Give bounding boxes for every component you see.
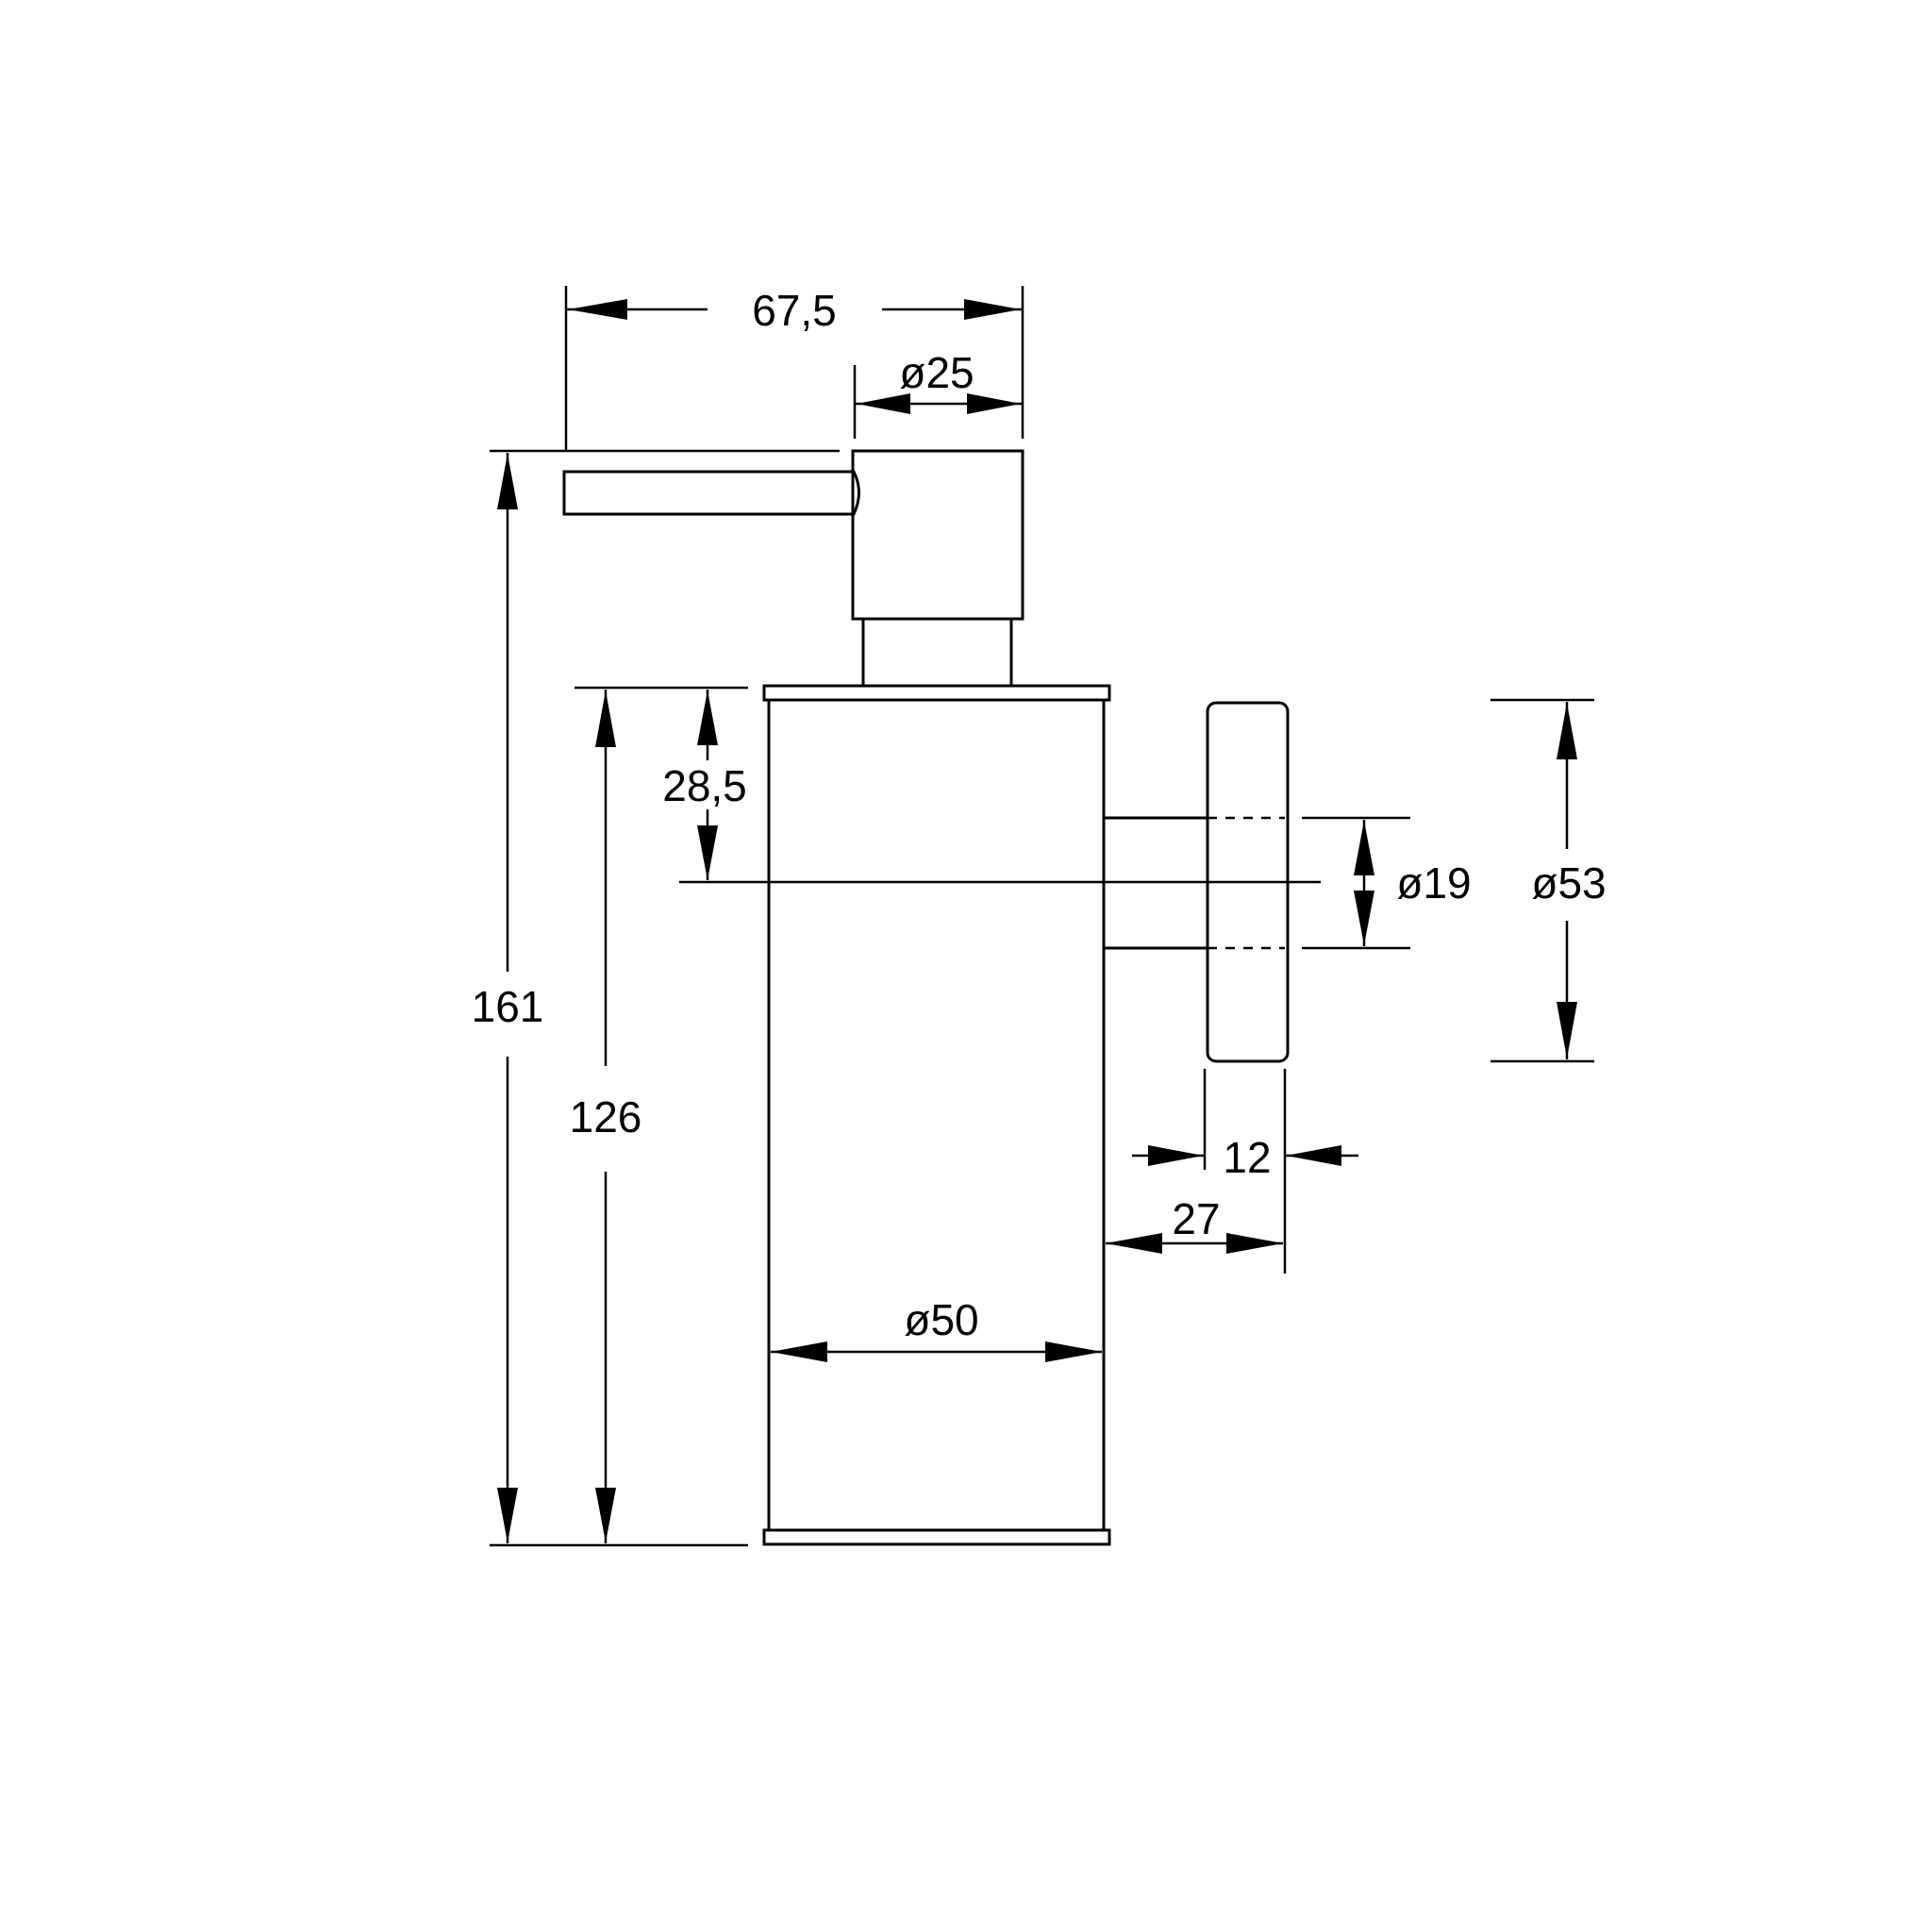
bottle-body bbox=[767, 700, 1106, 1530]
dim-rosette-diameter: ø53 bbox=[1531, 858, 1606, 908]
pump-neck bbox=[861, 619, 1013, 686]
dim-rosette-thickness: 12 bbox=[1223, 1133, 1271, 1182]
bottom-cap bbox=[762, 1528, 1111, 1546]
spout bbox=[562, 470, 860, 516]
dispenser-outline bbox=[562, 449, 1290, 1546]
dim-pump-diameter: ø25 bbox=[899, 348, 974, 397]
dimension-lines bbox=[497, 299, 1577, 1543]
dim-mount-offset: 28,5 bbox=[662, 761, 747, 810]
dim-total-height: 161 bbox=[472, 982, 544, 1031]
mount-arm bbox=[1104, 816, 1208, 950]
dim-arm-diameter: ø19 bbox=[1396, 858, 1471, 908]
dim-body-height: 126 bbox=[570, 1092, 642, 1141]
dim-wall-distance: 27 bbox=[1172, 1194, 1220, 1243]
dim-body-diameter: ø50 bbox=[904, 1295, 978, 1344]
dim-overall-width: 67,5 bbox=[752, 286, 837, 335]
extension-lines bbox=[490, 286, 1594, 1547]
dimension-labels: 67,5 ø25 161 126 28,5 ø19 ø53 12 27 ø50 bbox=[472, 286, 1607, 1344]
top-cap bbox=[762, 684, 1111, 702]
arm-hidden-lines bbox=[1208, 816, 1285, 950]
pump-head bbox=[851, 449, 1024, 621]
